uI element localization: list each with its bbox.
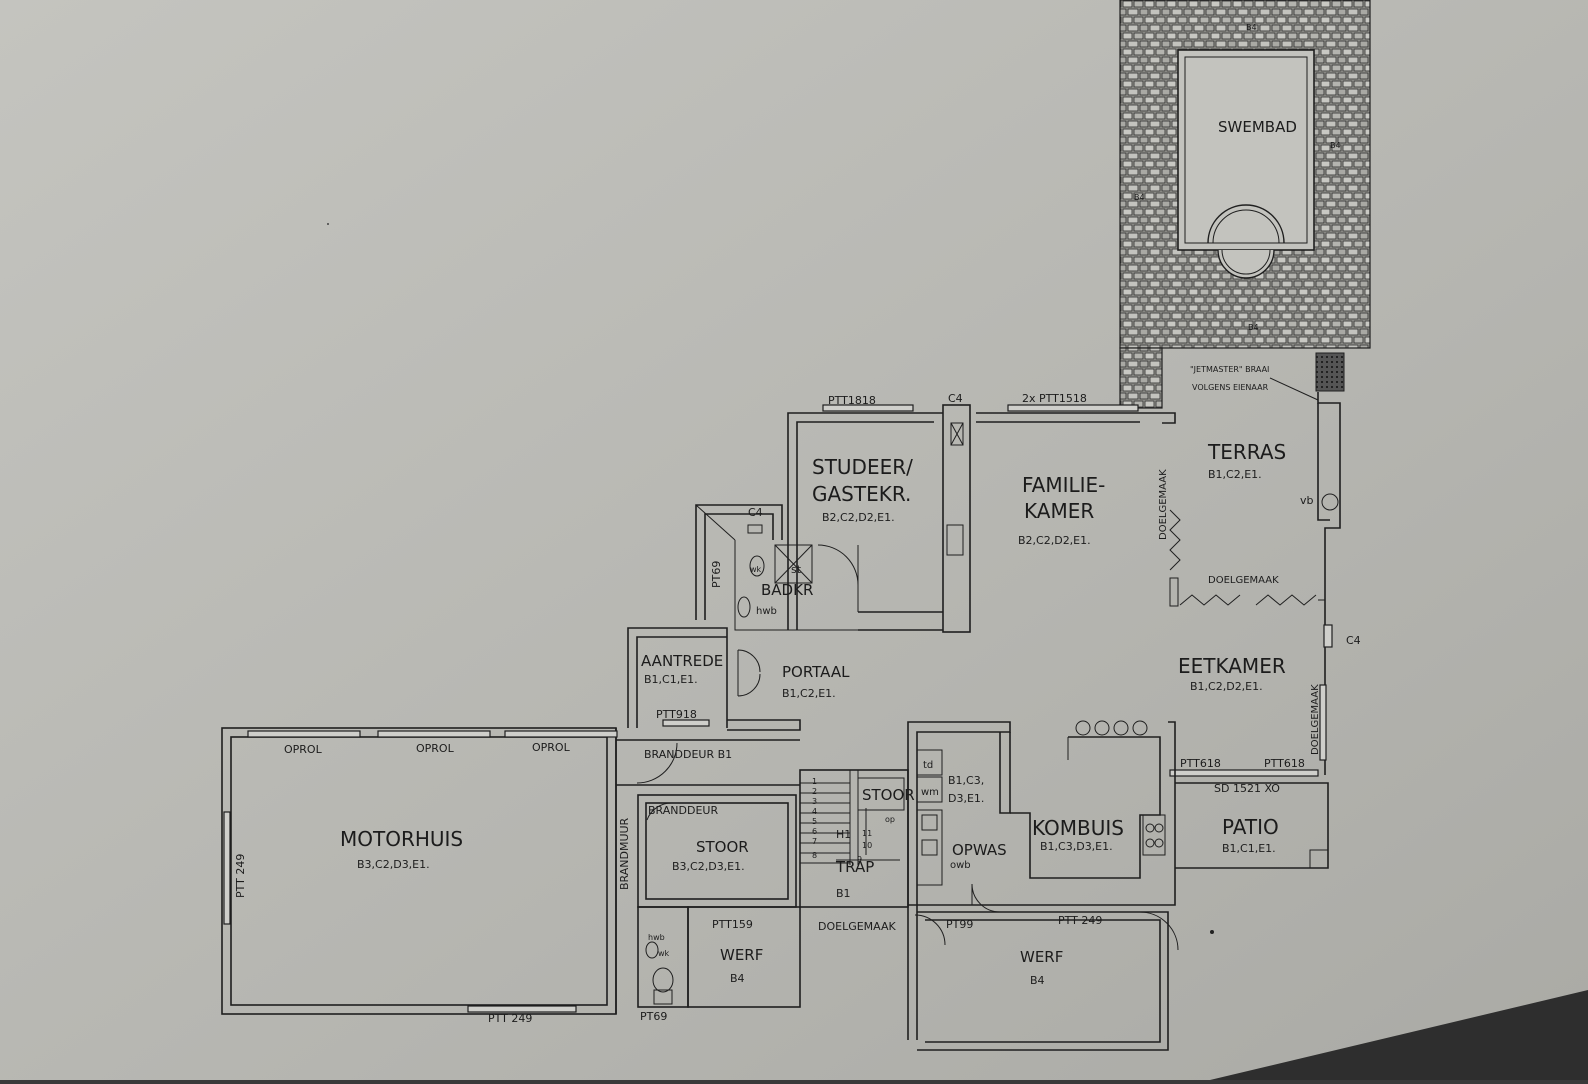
labels: SWEMBAD B4 B4 B4 B4 "JETMASTER" BRAAI VO… [234, 23, 1361, 1025]
stair-11: 11 [862, 829, 872, 838]
kombuis-code: B1,C3,D3,E1. [1040, 840, 1113, 853]
doelgemaak-eetkamer: DOELGEMAAK [1310, 684, 1321, 755]
label-h1: H1 [836, 828, 851, 841]
label-pt69-left: PT69 [710, 561, 723, 588]
label-st: st [791, 563, 802, 576]
stair-9: 9 [857, 855, 862, 864]
eetkamer-code: B1,C2,D2,E1. [1190, 680, 1263, 693]
motorhuis-code: B3,C2,D3,E1. [357, 858, 430, 871]
terras-code: B1,C2,E1. [1208, 468, 1262, 481]
stair-3: 3 [812, 797, 817, 806]
room-opwas: OPWAS [952, 841, 1007, 859]
label-hwb: hwb [756, 606, 777, 617]
room-studeer-line1: STUDEER/ [812, 455, 913, 479]
stair-6: 6 [812, 827, 817, 836]
stair-8: 8 [812, 851, 817, 860]
room-aantrede: AANTREDE [641, 652, 723, 670]
label-sd1521: SD 1521 XO [1214, 782, 1280, 795]
room-familie-line1: FAMILIE- [1022, 473, 1105, 497]
label-td: td [923, 760, 933, 771]
label-c4-bad: C4 [748, 506, 763, 519]
room-terras: TERRAS [1207, 440, 1286, 464]
room-familie-line2: KAMER [1024, 499, 1094, 523]
pool-b4-bottom: B4 [1248, 323, 1259, 332]
label-ptt618a: PTT618 [1180, 757, 1221, 770]
label-b1-trap: B1 [836, 887, 851, 900]
walls [221, 377, 1341, 1051]
stair-4: 4 [812, 807, 817, 816]
doelgemaak-horizontal: DOELGEMAAK [1208, 575, 1279, 586]
room-swembad: SWEMBAD [1218, 118, 1297, 136]
label-oprol-1: OPROL [284, 743, 323, 756]
label-vb: vb [1300, 494, 1314, 507]
room-eetkamer: EETKAMER [1178, 654, 1286, 678]
room-motorhuis: MOTORHUIS [340, 827, 463, 851]
pool-b4-left: B4 [1134, 193, 1145, 202]
room-trap: TRAP [835, 858, 874, 876]
stair-1: 1 [812, 777, 817, 786]
room-werf-2: WERF [1020, 948, 1063, 966]
opwas-code-2: D3,E1. [948, 792, 984, 805]
studeer-code: B2,C2,D2,E1. [822, 511, 895, 524]
stair-10: 10 [862, 841, 872, 850]
label-c4-right: C4 [1346, 634, 1361, 647]
doelgemaak-vertical: DOELGEMAAK [1158, 469, 1169, 540]
label-oprol-2: OPROL [416, 742, 455, 755]
label-pt69-bottom: PT69 [640, 1010, 667, 1023]
label-ptt918: PTT918 [656, 708, 697, 721]
label-ptt1518: 2x PTT1518 [1022, 392, 1087, 405]
room-portaal: PORTAAL [782, 663, 850, 681]
doelgemaak-bottom: DOELGEMAAK [818, 920, 897, 933]
label-ptt249-bottom: PTT 249 [488, 1012, 532, 1025]
label-ptt1818: PTT1818 [828, 394, 876, 407]
label-branddeur-1: BRANDDEUR B1 [644, 748, 732, 761]
paper-mark-2 [327, 223, 329, 225]
pool-deck [1119, 0, 1371, 409]
room-werf-1: WERF [720, 946, 763, 964]
label-wk-2: wk [658, 949, 670, 958]
label-pt159: PTT159 [712, 918, 753, 931]
room-studeer-line2: GASTEKR. [812, 482, 911, 506]
label-op: op [885, 815, 895, 824]
room-badkr: BADKR [761, 581, 813, 599]
stair-2: 2 [812, 787, 817, 796]
label-brandmuur: BRANDMUUR [618, 817, 631, 890]
label-wm: wm [921, 787, 939, 798]
aantrede-code: B1,C1,E1. [644, 673, 698, 686]
label-branddeur-2: BRANDDEUR [648, 804, 718, 817]
label-oprol-3: OPROL [532, 741, 571, 754]
pool-b4-right: B4 [1330, 141, 1341, 150]
label-pt99: PT99 [946, 918, 973, 931]
opwas-code-1: B1,C3, [948, 774, 984, 787]
room-stoor: STOOR [696, 838, 749, 856]
portaal-code: B1,C2,E1. [782, 687, 836, 700]
paper-mark [1210, 930, 1214, 934]
familie-code: B2,C2,D2,E1. [1018, 534, 1091, 547]
stoor-code: B3,C2,D3,E1. [672, 860, 745, 873]
stair-7: 7 [812, 837, 817, 846]
label-c4-top: C4 [948, 392, 963, 405]
label-wk: wk [750, 565, 762, 574]
label-hwb-2: hwb [648, 933, 665, 942]
label-owb: owb [950, 860, 971, 871]
jetmaster-line1: "JETMASTER" BRAAI [1190, 365, 1269, 374]
jetmaster-line2: VOLGENS EIENAAR [1192, 383, 1269, 392]
stair-5: 5 [812, 817, 817, 826]
label-ptt249-werf: PTT 249 [1058, 914, 1102, 927]
paper-shadow [1210, 990, 1588, 1080]
werf-1-code: B4 [730, 972, 745, 985]
room-patio: PATIO [1222, 815, 1279, 839]
room-stoor-small: STOOR [862, 786, 915, 804]
stair-treads [800, 782, 850, 864]
label-ptt249-left: PTT 249 [234, 854, 247, 898]
room-kombuis: KOMBUIS [1032, 816, 1124, 840]
pool-b4-top: B4 [1246, 23, 1257, 32]
werf-2-code: B4 [1030, 974, 1045, 987]
label-ptt618b: PTT618 [1264, 757, 1305, 770]
patio-code: B1,C1,E1. [1222, 842, 1276, 855]
